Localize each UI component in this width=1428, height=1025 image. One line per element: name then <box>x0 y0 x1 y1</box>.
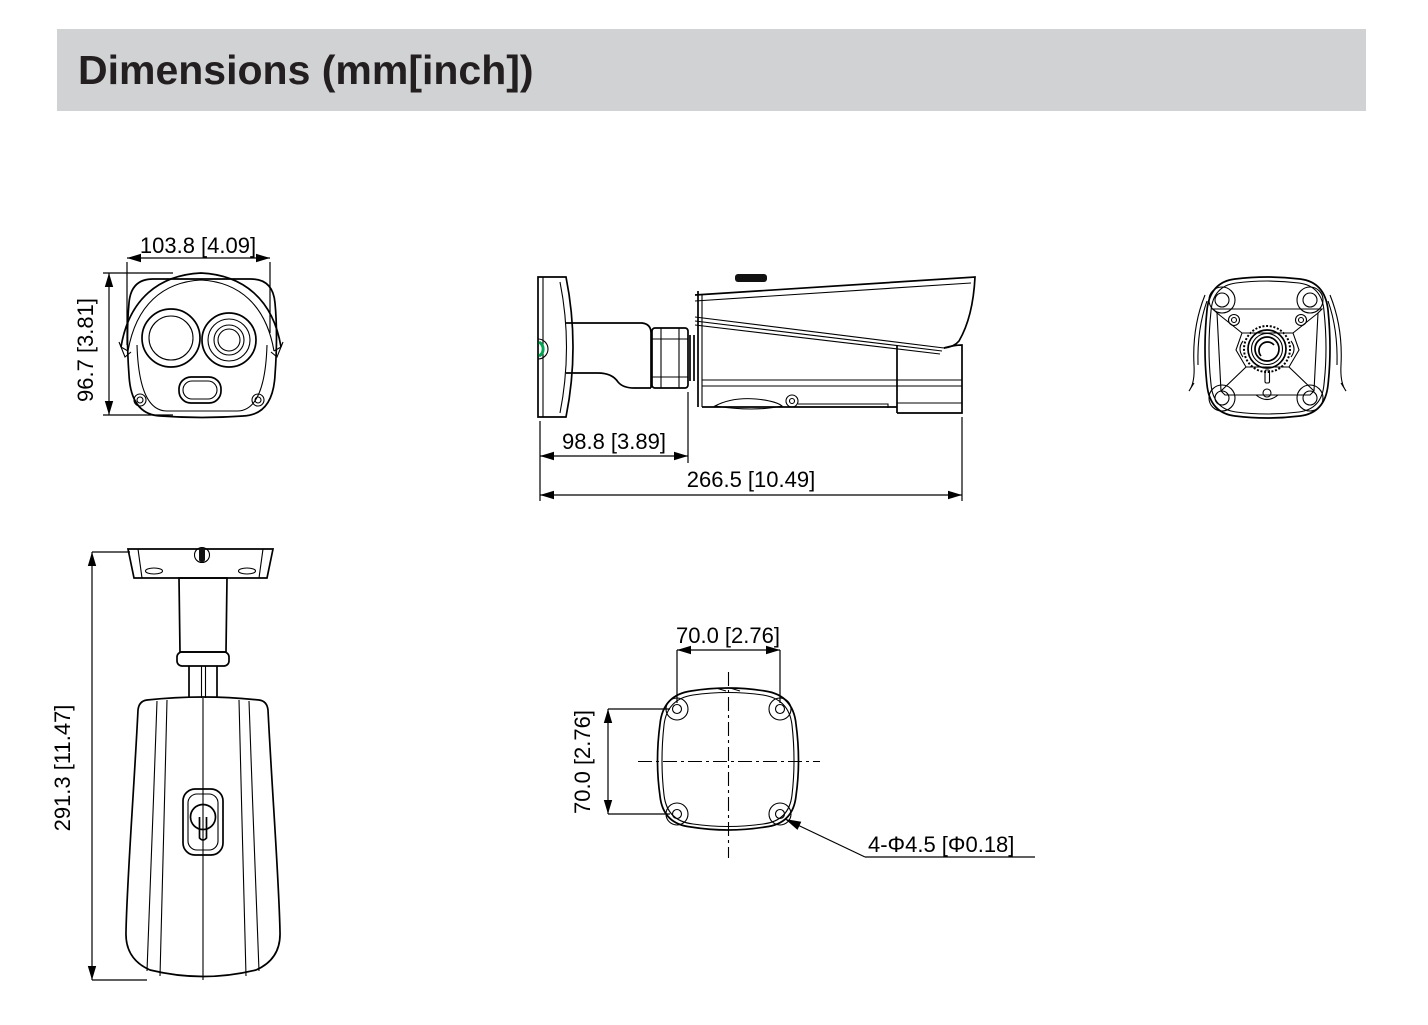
front-width-label: 103.8 [4.09] <box>140 233 256 258</box>
side-total-length-dimension: 266.5 [10.49] <box>539 417 963 501</box>
front-screw-left <box>133 393 147 407</box>
rear-bottom-hole <box>1262 388 1272 398</box>
rear-screw-right <box>1294 313 1308 327</box>
side-bracket <box>537 276 574 418</box>
status-led-notch <box>538 340 545 358</box>
front-height-label: 96.7 [3.81] <box>73 298 98 402</box>
rear-flap-right <box>1329 294 1347 392</box>
side-view-drawing: 98.8 [3.89] 266.5 [10.49] <box>537 274 976 501</box>
base-outline <box>638 672 820 858</box>
side-bracket-depth-label: 98.8 [3.89] <box>562 429 666 454</box>
side-screw <box>785 394 799 408</box>
front-screw-right <box>251 393 265 407</box>
side-total-length-label: 266.5 [10.49] <box>687 467 815 492</box>
base-height-label: 70.0 [2.76] <box>570 710 595 814</box>
top-arm <box>176 577 230 698</box>
base-holes-callout: 4-Φ4.5 [Φ0.18] <box>784 818 1035 858</box>
base-holes-label: 4-Φ4.5 [Φ0.18] <box>868 832 1014 857</box>
base-height-dimension: 70.0 [2.76] <box>570 708 670 815</box>
front-width-dimension: 103.8 [4.09] <box>126 233 271 345</box>
rear-flap-left <box>1188 294 1206 392</box>
top-body <box>125 696 281 980</box>
base-screw-holes <box>665 697 792 826</box>
rear-view-drawing <box>1188 276 1347 419</box>
section-title: Dimensions (mm[inch]) <box>78 46 534 93</box>
section-header: Dimensions (mm[inch]) <box>57 29 1366 111</box>
top-height-label: 291.3 [11.47] <box>50 705 75 832</box>
side-bracket-depth-dimension: 98.8 [3.89] <box>539 392 689 463</box>
base-width-label: 70.0 [2.76] <box>676 623 780 648</box>
base-width-dimension: 70.0 [2.76] <box>676 623 781 703</box>
base-view-drawing: 70.0 [2.76] 70.0 [2.76] <box>570 623 1035 858</box>
rear-slot <box>1264 369 1271 384</box>
plate-screw <box>199 548 205 562</box>
front-view-drawing: 103.8 [4.09] 96.7 [3.81] <box>73 233 284 419</box>
rear-screw-left <box>1227 313 1241 327</box>
optical-lens <box>201 312 257 368</box>
side-body <box>694 274 976 414</box>
side-arm <box>566 322 695 389</box>
thermal-lens <box>141 308 201 368</box>
top-mount-plate <box>126 546 275 579</box>
cable-cover <box>713 398 784 410</box>
top-view-drawing: 291.3 [11.47] <box>50 546 281 981</box>
sunshade-screw-tab <box>735 274 767 282</box>
front-camera-outline <box>118 272 284 419</box>
sunshade <box>118 272 284 358</box>
sunshade-lock-keyhole <box>182 788 224 856</box>
rear-mount-holes <box>1208 286 1324 412</box>
rear-body <box>1188 276 1347 419</box>
illuminator-window <box>178 376 222 404</box>
front-height-dimension: 96.7 [3.81] <box>73 272 173 416</box>
top-height-dimension: 291.3 [11.47] <box>50 551 147 981</box>
rear-cable-gland <box>1239 325 1295 373</box>
